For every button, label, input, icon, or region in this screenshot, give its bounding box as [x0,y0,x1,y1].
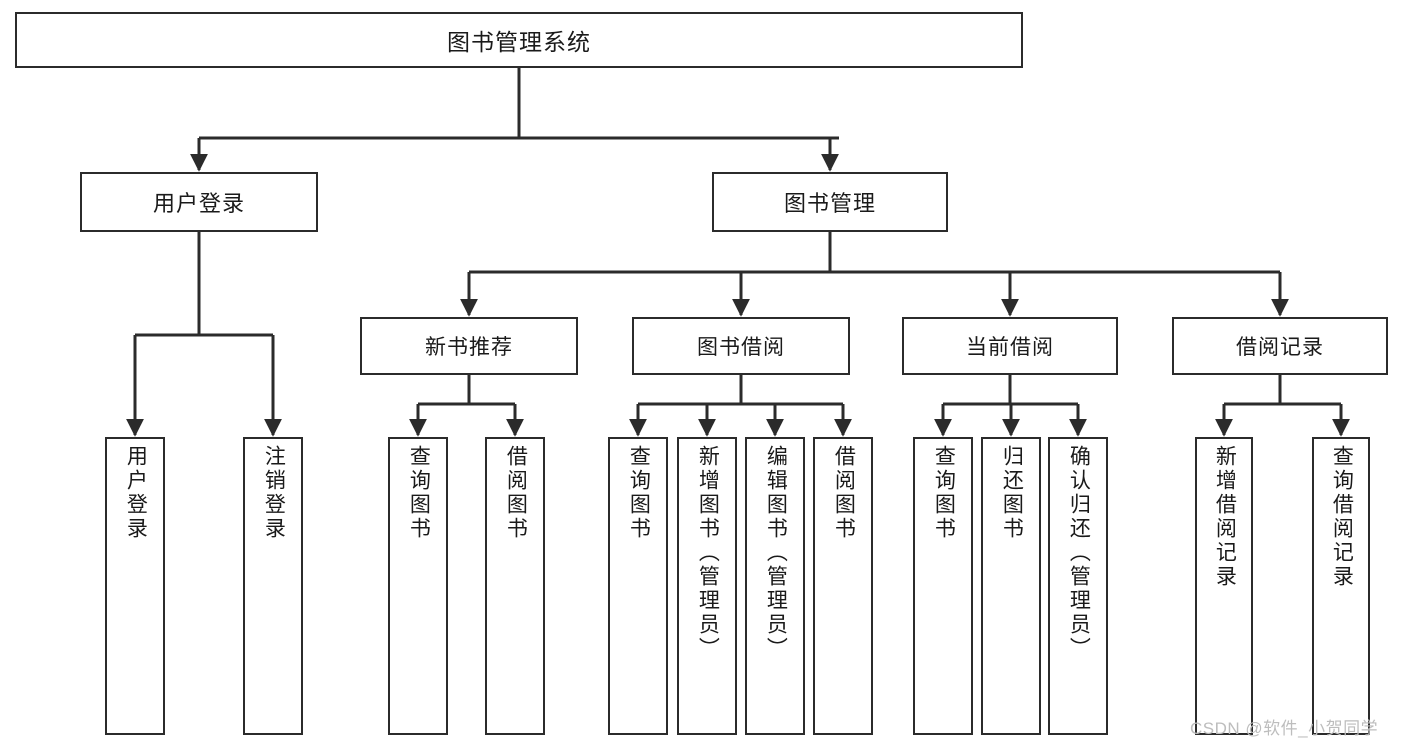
node-user-login-label: 用户登录 [152,191,245,216]
node-book-borrow-label: 图书借阅 [697,336,785,359]
leaf-node-label: 新增图书（管理员） [696,445,720,661]
leaf-node-label: 查询借阅记录 [1330,445,1354,589]
node-current-borrow-label: 当前借阅 [966,336,1054,359]
leaf-node-label: 新增借阅记录 [1213,445,1237,589]
leaf-node[interactable]: 归还图书 [981,437,1041,735]
leaf-node[interactable]: 借阅图书 [813,437,873,735]
leaf-node[interactable]: 查询图书 [913,437,973,735]
node-book-borrow[interactable]: 图书借阅 [632,317,850,375]
leaf-node[interactable]: 编辑图书（管理员） [745,437,805,735]
node-root[interactable]: 图书管理系统 [15,12,1023,68]
leaf-node-label: 编辑图书（管理员） [764,445,788,661]
leaf-node-label: 用户登录 [124,445,148,541]
csdn-watermark: CSDN @软件_小贺同学 [1190,719,1379,738]
leaf-node-label: 查询图书 [407,445,431,541]
leaf-node-label: 借阅图书 [832,445,856,541]
leaf-node[interactable]: 查询图书 [388,437,448,735]
node-new-book-recommend[interactable]: 新书推荐 [360,317,578,375]
leaf-node-label: 查询图书 [627,445,651,541]
node-root-label: 图书管理系统 [447,29,591,55]
leaf-node-label: 注销登录 [262,445,286,541]
leaf-node-label: 借阅图书 [504,445,528,541]
leaf-node[interactable]: 确认归还（管理员） [1048,437,1108,735]
node-borrow-record-label: 借阅记录 [1236,336,1324,359]
node-book-management[interactable]: 图书管理 [712,172,948,232]
node-current-borrow[interactable]: 当前借阅 [902,317,1118,375]
leaf-node[interactable]: 新增图书（管理员） [677,437,737,735]
leaf-node-label: 查询图书 [932,445,956,541]
node-user-login[interactable]: 用户登录 [80,172,318,232]
leaf-node[interactable]: 新增借阅记录 [1195,437,1253,735]
leaf-node-label: 确认归还（管理员） [1067,445,1091,661]
leaf-node[interactable]: 注销登录 [243,437,303,735]
node-new-book-recommend-label: 新书推荐 [425,336,513,359]
leaf-node-label: 归还图书 [1000,445,1024,541]
node-book-management-label: 图书管理 [783,191,876,216]
node-borrow-record[interactable]: 借阅记录 [1172,317,1388,375]
leaf-node[interactable]: 用户登录 [105,437,165,735]
leaf-node[interactable]: 借阅图书 [485,437,545,735]
leaf-node[interactable]: 查询借阅记录 [1312,437,1370,735]
leaf-node[interactable]: 查询图书 [608,437,668,735]
